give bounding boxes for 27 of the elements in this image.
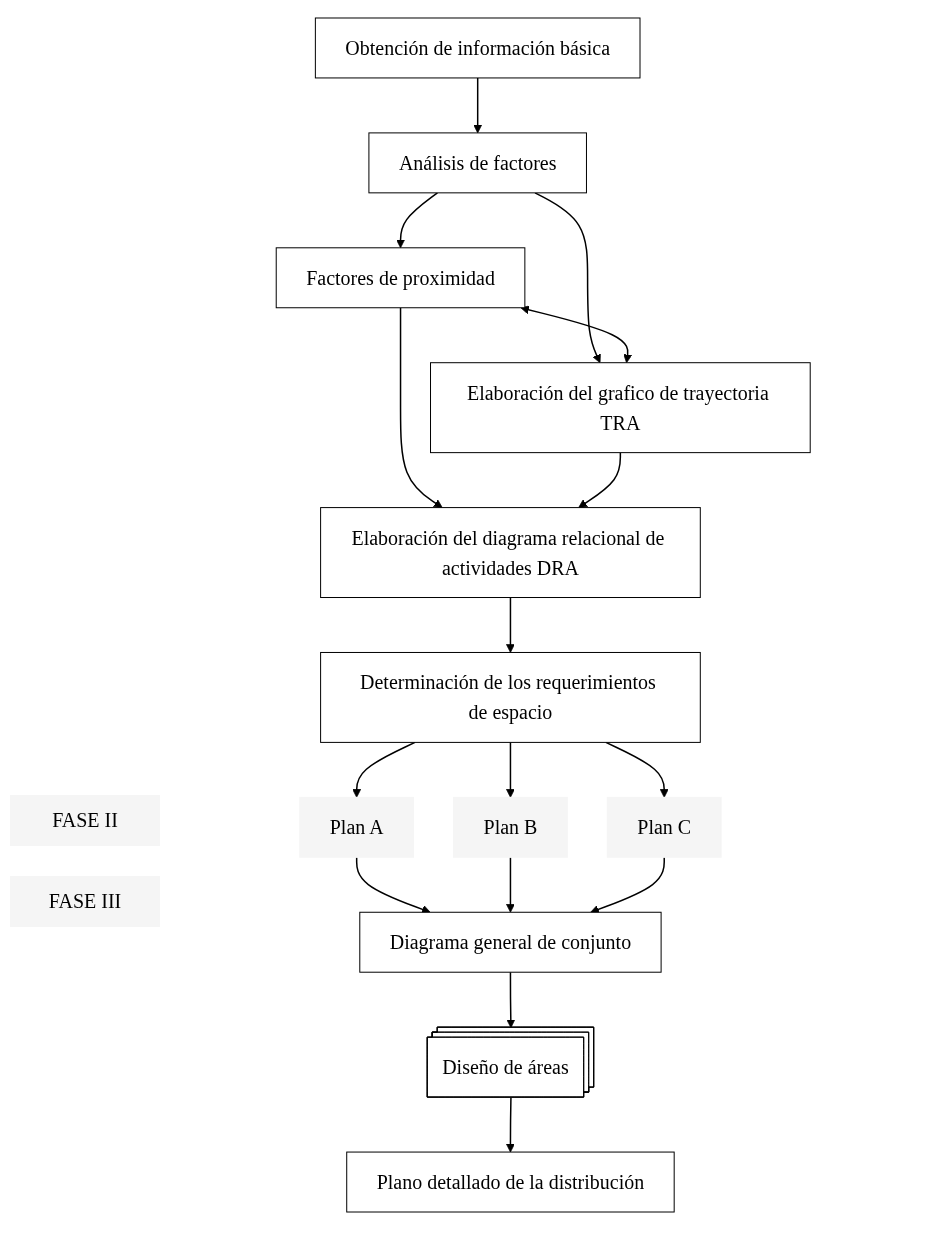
arrow — [506, 971, 516, 1029]
node-box: Diagrama general de conjunto — [359, 911, 662, 973]
phase-label: FASE II — [10, 795, 160, 846]
node-box: Análisis de factores — [368, 132, 588, 194]
node-box: Plano detallado de la distribución — [346, 1151, 675, 1213]
arrow — [605, 741, 669, 798]
arrow — [356, 856, 431, 914]
arrow — [506, 856, 516, 913]
phase-label: FASE III — [10, 876, 160, 927]
arrow — [534, 192, 602, 364]
node-box: Plan B — [453, 796, 569, 858]
node-box: Plan C — [607, 796, 722, 858]
node-box: Factores de proximidad — [276, 247, 526, 309]
arrow — [590, 856, 666, 914]
arrow — [400, 307, 443, 508]
arrow — [506, 596, 516, 653]
arrow — [396, 192, 439, 249]
node-box: Obtención de información básica — [315, 17, 641, 79]
node-box: Plan A — [299, 796, 415, 858]
arrow — [473, 77, 483, 134]
arrow — [578, 451, 622, 508]
node-box: Elaboración del diagrama relacional de actividades DRA — [320, 507, 702, 598]
arrow — [520, 305, 633, 364]
arrow — [506, 741, 516, 798]
node-box: Elaboración del grafico de trayectoria TRA — [430, 362, 811, 454]
arrow — [506, 1096, 516, 1153]
node-box: Determinación de los requerimientos de espacio — [320, 651, 702, 743]
